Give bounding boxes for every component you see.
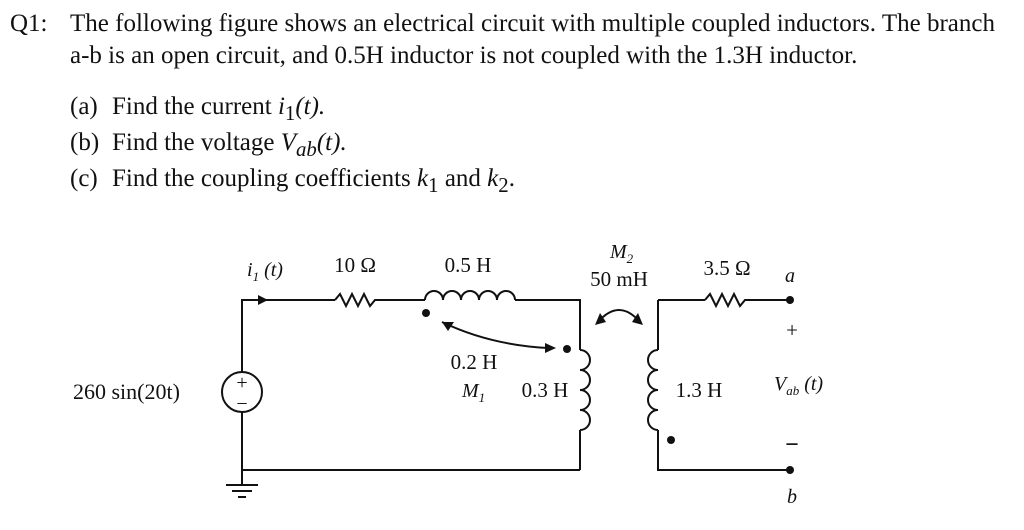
part-b-suffix: (t). [316,129,347,156]
m1-value: 0.2 H [451,350,498,374]
part-a-suffix: (t). [295,93,326,120]
part-c-math1: k [417,165,429,192]
l3-label: 1.3 H [676,378,723,402]
part-c: (c) Find the coupling coefficients k1 an… [70,164,515,200]
part-c-prefix: Find the coupling coefficients [112,165,418,192]
part-c-mid: and [438,165,488,192]
node-b-dot [786,466,794,474]
source-minus: − [236,393,247,415]
r1-label: 10 Ω [334,253,376,277]
resistor-3-5-ohm [704,291,790,309]
current-arrow-icon [258,295,268,305]
question-number: Q1: [10,10,48,37]
wire-top-mid [515,299,581,350]
current-label: i1 (t) [247,259,283,284]
inductor-1-3h [647,349,659,431]
part-c-label: (c) [70,165,98,192]
part-c-sub1: 1 [428,173,439,197]
part-c-sub2: 2 [498,173,509,197]
node-b-label: b [787,486,797,508]
m2-arrow-right-icon [632,313,643,325]
part-b-prefix: Find the voltage [112,129,281,156]
part-b-sub: ab [296,137,317,161]
part-a-sub: 1 [284,101,296,125]
source-plus: + [236,372,247,394]
vab-plus: + [786,318,798,342]
wire-bottom [241,412,580,471]
polarity-dots [422,296,794,474]
part-a-prefix: Find the current [112,93,278,120]
m2-label: M2 [609,241,634,266]
inductor-0-5h [424,290,516,301]
part-c-suffix: . [508,165,515,192]
m1-label: M1 [461,380,485,405]
part-b-math: V [280,129,297,156]
vab-label: Vab (t) [774,373,823,398]
wire-top-left [241,299,335,372]
m1-arrow [441,321,549,349]
part-c-math2: k [487,165,499,192]
dot-1-3h [667,436,675,444]
arrowheads [258,295,643,353]
ground-symbol [226,470,258,498]
part-a: (a) Find the current i1(t). [70,92,515,128]
vab-minus: − [785,432,799,458]
l1-label: 0.5 H [445,253,492,277]
dot-0-5h [422,309,430,317]
part-a-text: Find the current i1(t). [112,92,325,128]
l2-label: 0.3 H [522,378,569,402]
r2-label: 3.5 Ω [703,256,750,280]
m1-arrow-head-icon [545,343,556,353]
part-a-label: (a) [70,93,98,120]
question-parts: (a) Find the current i1(t). (b) Find the… [70,92,515,200]
inductor-0-3h [579,349,591,431]
resistor-10-ohm [334,291,425,309]
part-b-text: Find the voltage Vab(t). [112,128,347,164]
part-b-label: (b) [70,129,100,156]
m1-arrow-tail-icon [442,322,454,331]
m2-arrow-left-icon [595,313,606,325]
node-a-dot [786,296,794,304]
part-b: (b) Find the voltage Vab(t). [70,128,515,164]
m2-value: 50 mH [590,267,648,291]
source-label: 260 sin(20t) [73,379,180,404]
wire-right-bottom [657,430,790,471]
part-a-math: i [277,93,285,120]
dot-0-3h [563,345,571,353]
part-c-text: Find the coupling coefficients k1 and k2… [112,164,515,200]
question-text: The following figure shows an electrical… [70,10,995,69]
node-a-label: a [785,265,795,287]
voltage-source [221,371,263,413]
circuit-wires [221,290,790,498]
